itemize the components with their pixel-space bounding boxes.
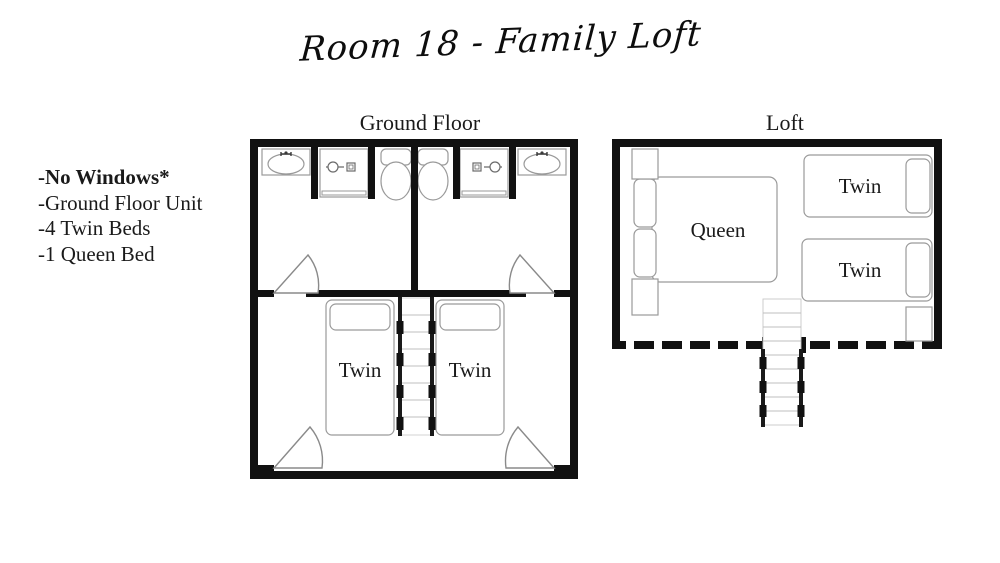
door-upper-right	[508, 253, 556, 294]
loft-label: Loft	[766, 110, 804, 135]
ground-floor-plan: Twin Twin	[250, 139, 578, 479]
ground-bathroom-partitions	[311, 147, 516, 199]
loft-twin-lower-label: Twin	[839, 258, 882, 282]
shower-left	[319, 148, 369, 198]
loft-queen-label: Queen	[691, 218, 746, 242]
door-lower-right	[504, 425, 556, 469]
ground-outer-walls	[250, 139, 578, 479]
loft-staircase	[759, 298, 805, 427]
door-upper-left	[272, 253, 320, 294]
page-title: Room 18 - Family Loft	[298, 14, 703, 70]
note-item-1: -Ground Floor Unit	[38, 190, 203, 215]
loft-outer-walls	[612, 139, 942, 349]
door-lower-left	[272, 425, 324, 469]
loft-twin-bed-upper: Twin	[803, 154, 933, 218]
note-item-2: -4 Twin Beds	[38, 216, 151, 241]
ground-door-jambs	[258, 290, 570, 472]
toilet-left	[380, 148, 412, 201]
loft-nightstand-queen-top	[631, 148, 659, 180]
loft-twin-upper-label: Twin	[839, 174, 882, 198]
toilet-right	[417, 148, 449, 201]
sink-right	[517, 148, 567, 176]
ground-center-wall	[411, 147, 418, 295]
loft-queen-bed: Queen	[633, 176, 778, 283]
loft-nightstand-right	[905, 306, 933, 342]
notes-list: -No Windows* -Ground Floor Unit -4 Twin …	[38, 165, 258, 267]
note-item-0: -No Windows*	[38, 165, 170, 189]
ground-twin-right-label: Twin	[449, 358, 492, 382]
loft-twin-bed-lower: Twin	[801, 238, 933, 302]
ground-twin-bed-left: Twin	[325, 299, 395, 436]
ground-floor-label: Ground Floor	[359, 110, 481, 135]
sink-left	[261, 148, 311, 176]
ground-staircase	[396, 297, 436, 436]
ground-twin-left-label: Twin	[339, 358, 382, 382]
loft-plan: Queen Twin Twin	[612, 139, 942, 427]
shower-right	[459, 148, 509, 198]
note-item-3: -1 Queen Bed	[38, 241, 155, 266]
ground-twin-bed-right: Twin	[435, 299, 505, 436]
loft-nightstand-queen-bottom	[631, 278, 659, 316]
ground-divider-wall	[306, 290, 526, 297]
loft-railing	[612, 337, 942, 353]
